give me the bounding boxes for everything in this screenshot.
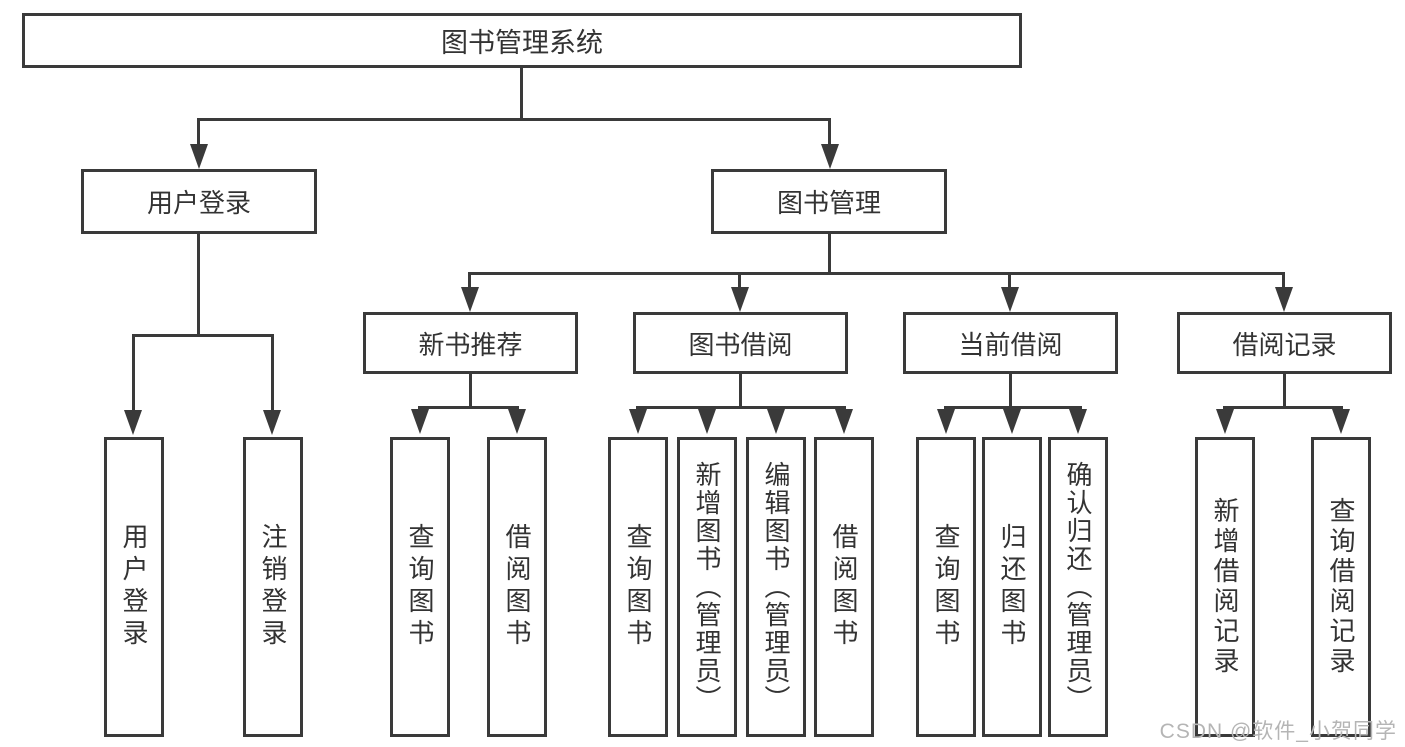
arrow-down-icon xyxy=(411,409,429,434)
node-label: 新书推荐 xyxy=(418,329,523,360)
connector-drop-level3 xyxy=(1282,272,1285,288)
node-borrow-records: 借阅记录 xyxy=(1177,312,1392,374)
node-book-borrow: 图书借阅 xyxy=(633,312,848,374)
arrow-down-icon xyxy=(835,409,853,434)
arrow-down-icon xyxy=(263,410,281,435)
node-book-management: 图书管理 xyxy=(711,169,947,234)
leaf-edit-book-admin: 编辑图书（管理员） xyxy=(746,437,806,737)
node-library-management-system: 图书管理系统 xyxy=(22,13,1022,68)
connector-user-login-rail xyxy=(132,334,274,337)
connector-current-borrow-stem xyxy=(1009,371,1012,409)
leaf-confirm-return-admin: 确认归还（管理员） xyxy=(1048,437,1108,737)
connector-root-stem xyxy=(520,67,523,121)
connector-drop-leaf xyxy=(132,334,135,411)
arrow-down-icon xyxy=(508,409,526,434)
leaf-user-login: 用户登录 xyxy=(104,437,164,737)
arrow-down-icon xyxy=(821,144,839,169)
connector-drop-level3 xyxy=(738,272,741,288)
node-label: 当前借阅 xyxy=(958,329,1063,360)
node-label: 用户登录 xyxy=(146,188,251,218)
arrow-down-icon xyxy=(1003,409,1021,434)
leaf-label: 查询图书 xyxy=(931,523,961,651)
arrow-down-icon xyxy=(629,409,647,434)
leaf-query-borrow-record: 查询借阅记录 xyxy=(1311,437,1371,737)
leaf-label: 查询借阅记录 xyxy=(1326,497,1356,677)
connector-drop-user-login xyxy=(197,118,200,148)
leaf-borrow-books: 借阅图书 xyxy=(814,437,874,737)
leaf-label: 借阅图书 xyxy=(829,523,859,651)
connector-new-books-stem xyxy=(469,371,472,409)
connector-book-management-stem xyxy=(828,232,831,275)
connector-drop-level3 xyxy=(468,272,471,288)
leaf-query-books-recommend: 查询图书 xyxy=(390,437,450,737)
leaf-label: 用户登录 xyxy=(119,523,149,651)
connector-root-rail xyxy=(197,118,831,121)
arrow-down-icon xyxy=(1332,409,1350,434)
node-label: 借阅记录 xyxy=(1232,329,1337,360)
leaf-label: 新增图书（管理员） xyxy=(692,461,722,713)
node-user-login: 用户登录 xyxy=(81,169,317,234)
leaf-label: 注销登录 xyxy=(258,523,288,651)
node-current-borrow: 当前借阅 xyxy=(903,312,1118,374)
leaf-logout: 注销登录 xyxy=(243,437,303,737)
arrow-down-icon xyxy=(937,409,955,434)
leaf-label: 确认归还（管理员） xyxy=(1063,461,1093,713)
node-new-book-recommend: 新书推荐 xyxy=(363,312,578,374)
arrow-down-icon xyxy=(731,287,749,312)
arrow-down-icon xyxy=(461,287,479,312)
leaf-query-books-borrow: 查询图书 xyxy=(608,437,668,737)
connector-drop-level3 xyxy=(1008,272,1011,288)
arrow-down-icon xyxy=(190,144,208,169)
node-label: 图书借阅 xyxy=(688,329,793,360)
connector-book-borrow-rail xyxy=(636,406,846,409)
leaf-label: 新增借阅记录 xyxy=(1210,497,1240,677)
arrow-down-icon xyxy=(698,409,716,434)
connector-user-login-stem xyxy=(197,232,200,336)
leaf-label: 借阅图书 xyxy=(502,523,532,651)
leaf-label: 编辑图书（管理员） xyxy=(761,461,791,713)
leaf-borrow-books-recommend: 借阅图书 xyxy=(487,437,547,737)
leaf-add-book-admin: 新增图书（管理员） xyxy=(677,437,737,737)
leaf-label: 查询图书 xyxy=(405,523,435,651)
connector-book-borrow-stem xyxy=(739,371,742,409)
connector-drop-leaf xyxy=(271,334,274,411)
arrow-down-icon xyxy=(124,410,142,435)
leaf-label: 归还图书 xyxy=(997,523,1027,651)
arrow-down-icon xyxy=(1216,409,1234,434)
csdn-watermark: CSDN @软件_小贺同学 xyxy=(1159,720,1397,743)
connector-borrow-records-rail xyxy=(1223,406,1343,409)
arrow-down-icon xyxy=(767,409,785,434)
connector-level3-rail xyxy=(468,272,1285,275)
leaf-query-books-current: 查询图书 xyxy=(916,437,976,737)
arrow-down-icon xyxy=(1001,287,1019,312)
connector-drop-book-management xyxy=(828,118,831,148)
leaf-add-borrow-record: 新增借阅记录 xyxy=(1195,437,1255,737)
leaf-return-books: 归还图书 xyxy=(982,437,1042,737)
connector-borrow-records-stem xyxy=(1283,371,1286,409)
arrow-down-icon xyxy=(1069,409,1087,434)
arrow-down-icon xyxy=(1275,287,1293,312)
connector-new-books-rail xyxy=(418,406,519,409)
connector-current-borrow-rail xyxy=(944,406,1082,409)
node-label: 图书管理 xyxy=(776,188,881,218)
leaf-label: 查询图书 xyxy=(623,523,653,651)
node-label: 图书管理系统 xyxy=(441,28,603,58)
